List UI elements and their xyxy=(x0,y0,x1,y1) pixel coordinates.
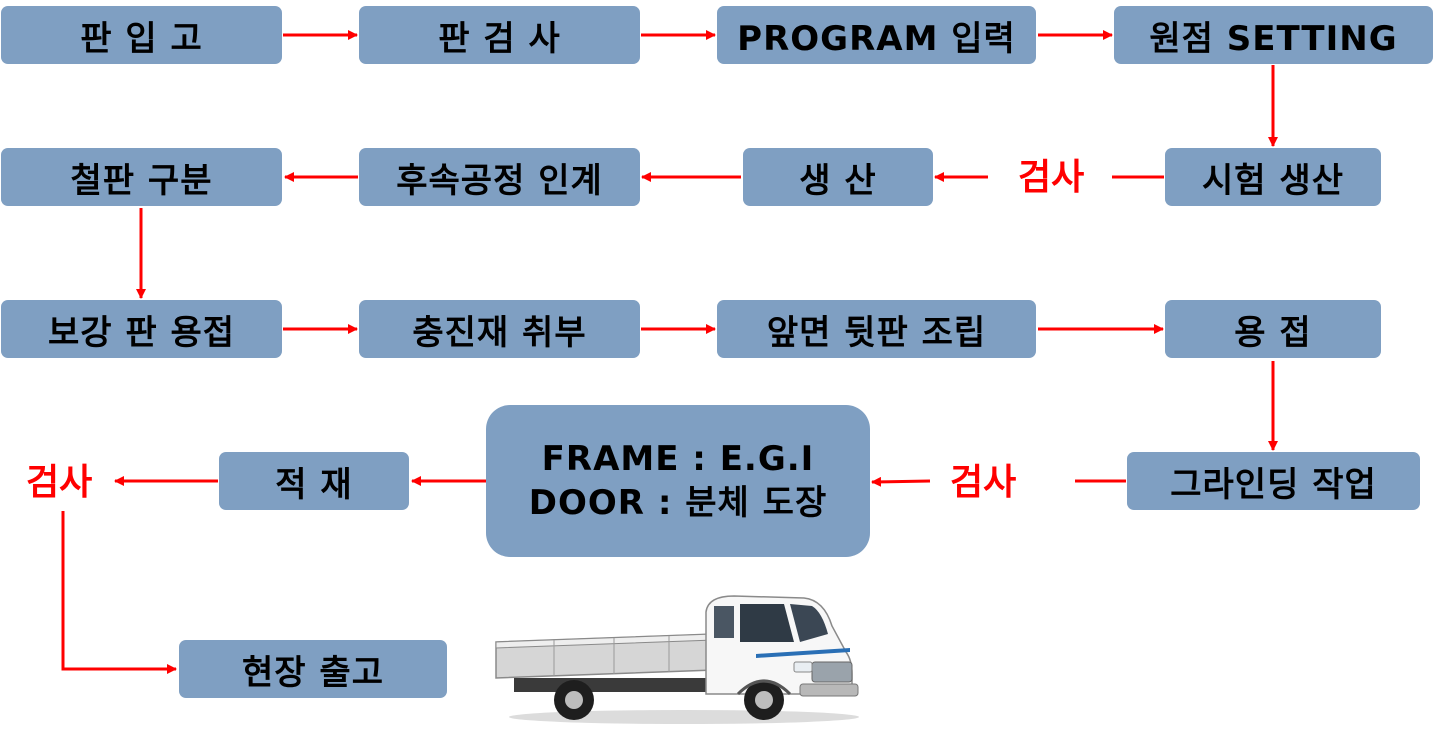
inspection-label-row4: 검사 xyxy=(950,462,1017,503)
step-front-back-assembly: 앞면 뒷판 조립 xyxy=(717,300,1036,358)
step-plate-receiving: 판 입 고 xyxy=(1,6,282,64)
step-site-shipment: 현장 출고 xyxy=(179,640,447,698)
inspection-label-row2: 검사 xyxy=(1018,157,1085,198)
painting-frame-line: FRAME : E.G.I xyxy=(541,439,815,479)
step-production: 생 산 xyxy=(743,148,933,206)
arrow-inspection-14 xyxy=(871,476,931,487)
painting-door-line: DOOR : 분체 도장 xyxy=(528,483,828,523)
step-reinforcement-welding: 보강 판 용접 xyxy=(1,300,282,358)
step-steel-sorting: 철판 구분 xyxy=(1,148,282,206)
step-program-input: PROGRAM 입력 xyxy=(717,6,1036,64)
step-welding: 용 접 xyxy=(1165,300,1381,358)
step-handover-next-process: 후속공정 인계 xyxy=(359,148,640,206)
step-test-production: 시험 생산 xyxy=(1165,148,1381,206)
arrow-inspection-16 xyxy=(61,511,177,674)
step-painting: FRAME : E.G.I DOOR : 분체 도장 xyxy=(486,405,870,557)
inspection-label-row4-left: 검사 xyxy=(26,462,93,503)
step-loading: 적 재 xyxy=(219,452,409,510)
truck-image xyxy=(495,595,859,724)
step-grinding: 그라인딩 작업 xyxy=(1127,452,1420,510)
step-origin-setting: 원점 SETTING xyxy=(1114,6,1433,64)
step-plate-inspection: 판 검 사 xyxy=(359,6,640,64)
step-filler-attachment: 충진재 취부 xyxy=(359,300,640,358)
